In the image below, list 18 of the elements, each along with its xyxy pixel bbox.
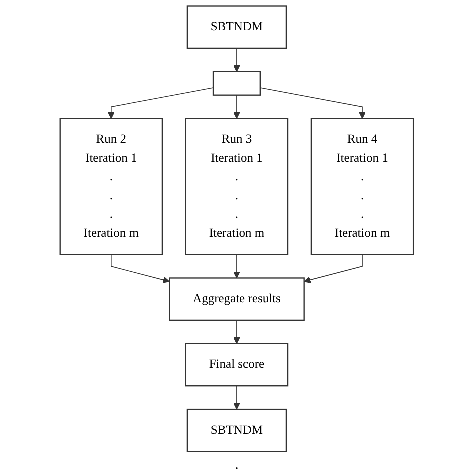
arrow xyxy=(234,320,240,344)
ellipsis-mark: . xyxy=(235,458,239,473)
arrow xyxy=(111,254,170,284)
node-box: Final score xyxy=(185,343,289,387)
node-box: Aggregate results xyxy=(169,278,305,322)
arrow xyxy=(260,88,366,120)
node-box xyxy=(212,71,262,96)
node-box: Run 3 Iteration 1 . . . Iteration m xyxy=(185,118,289,256)
node-box: Run 2 Iteration 1 . . . Iteration m xyxy=(60,118,164,256)
node-box: SBTNDM xyxy=(186,6,288,50)
arrow xyxy=(234,254,240,279)
arrow xyxy=(108,88,214,120)
arrow xyxy=(304,254,363,284)
node-box: SBTNDM xyxy=(186,408,288,452)
node-box: Run 4 Iteration 1 . . . Iteration m xyxy=(310,118,414,256)
arrow xyxy=(234,48,240,72)
arrow xyxy=(234,94,240,120)
arrow xyxy=(234,386,240,410)
